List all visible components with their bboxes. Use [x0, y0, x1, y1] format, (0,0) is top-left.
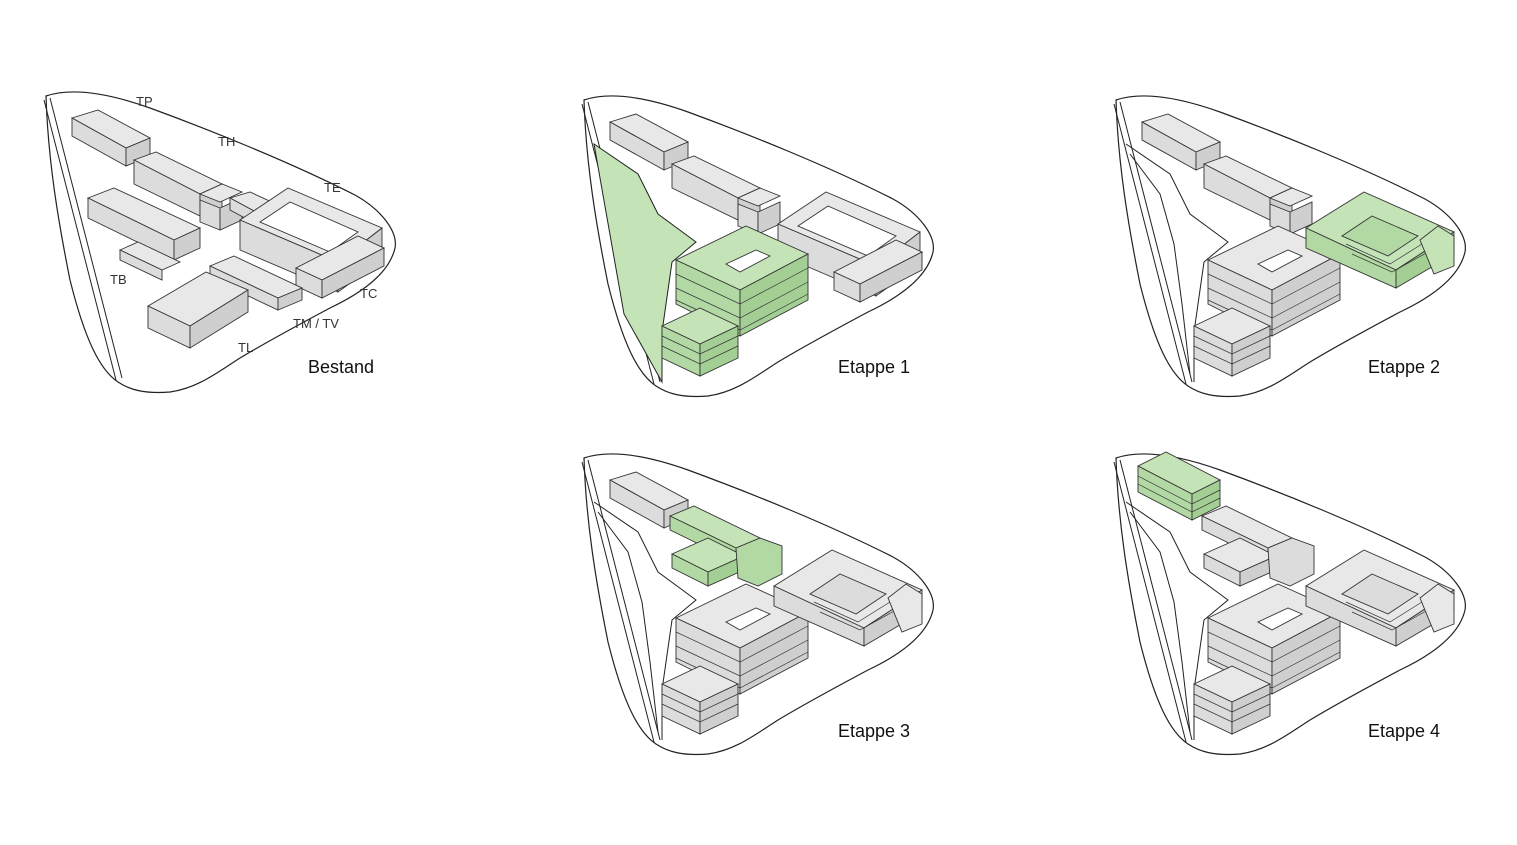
existing-buildings: [608, 471, 923, 735]
panel-title-etappe-2: Etappe 2: [1368, 357, 1440, 377]
label-th: TH: [218, 134, 235, 149]
park-paths: [593, 501, 697, 740]
new-green-park: [593, 142, 697, 384]
park-paths: [1125, 143, 1229, 382]
label-tm-tv: TM / TV: [293, 316, 339, 331]
panel-etappe-3: [581, 453, 934, 756]
building-tp: [70, 109, 152, 167]
new-buildings: [1305, 191, 1455, 289]
existing-buildings: [70, 109, 386, 349]
label-tb: TB: [110, 272, 127, 287]
building-th: [132, 151, 244, 231]
panel-title-etappe-4: Etappe 4: [1368, 721, 1440, 741]
existing-buildings: [1192, 505, 1455, 735]
new-buildings: [668, 505, 783, 587]
new-buildings: [1137, 451, 1221, 521]
label-tl: TL: [238, 340, 253, 355]
panel-bestand: TP TH TE TB TC TM / TV TL: [43, 91, 396, 394]
building-tl: [147, 271, 249, 349]
panel-title-etappe-3: Etappe 3: [838, 721, 910, 741]
label-te: TE: [324, 180, 341, 195]
new-buildings: [660, 225, 810, 377]
existing-buildings: [1140, 113, 1342, 377]
building-tc: [294, 235, 386, 299]
railway-track: [43, 97, 123, 381]
label-tc: TC: [360, 286, 377, 301]
panel-title-bestand: Bestand: [308, 357, 374, 377]
panel-etappe-2: [1113, 95, 1466, 398]
panel-etappe-1: [581, 95, 934, 398]
panel-etappe-4: [1113, 451, 1466, 756]
label-tp: TP: [136, 94, 153, 109]
park-paths: [1125, 501, 1229, 740]
building-labels: TP TH TE TB TC TM / TV TL: [110, 94, 377, 355]
panel-title-etappe-1: Etappe 1: [838, 357, 910, 377]
building-tb: [86, 187, 202, 281]
